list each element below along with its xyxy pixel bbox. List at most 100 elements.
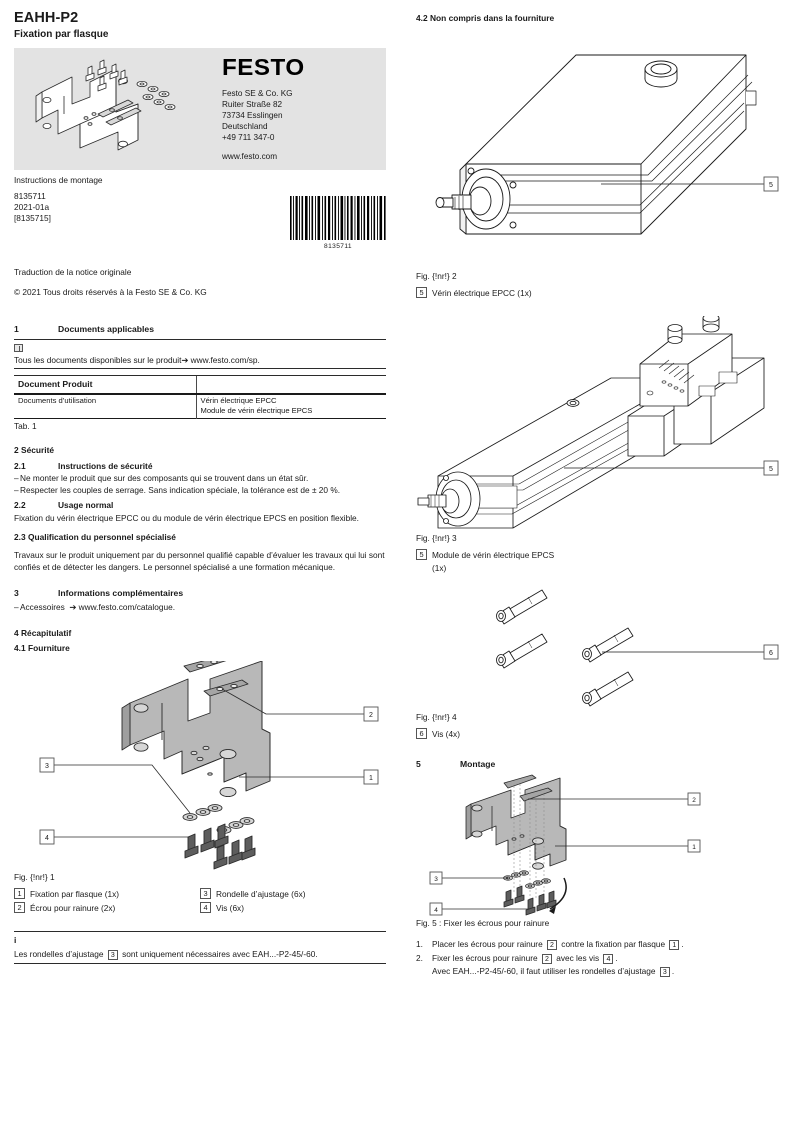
mounting-step-1: 1. Placer les écrous pour rainure 2 cont… [416,938,788,951]
figure-1-callout-3: 3 [45,763,49,770]
section-3-bullet: – Accessoires ➔ www.festo.com/catalogue. [14,602,386,614]
barcode-number: 8135711 [324,243,352,250]
note-rule-bottom [14,367,386,369]
mounting-steps: 1. Placer les écrous pour rainure 2 cont… [416,938,788,977]
section-2-3-heading: 2.3 Qualification du personnel spécialis… [14,531,176,542]
legend-number: 4 [200,901,211,913]
info-icon-row: i [14,932,386,947]
figure-1: 2 1 3 4 [14,661,386,874]
bullet-dash: – [14,473,19,484]
substep-text-b: . [671,965,675,976]
doc-type-label: Instructions de montage [14,175,103,185]
arrow-icon: ➔ [69,602,77,613]
legend-column-right: 3 Rondelle d’ajustage (6x) 4 Vis (6x) [200,888,386,916]
figure-4-callout-6: 6 [769,650,773,657]
section-3-bullet-text: Accessoires ➔ www.festo.com/catalogue. [20,602,386,614]
section-2-2-number: 2.2 [14,500,26,511]
legend-item: 1 Fixation par flasque (1x) [14,888,200,901]
note-link[interactable]: www.festo.com/sp. [188,354,260,365]
safety-bullet-2: – Respecter les couples de serrage. Sans… [14,485,386,497]
company-phone: +49 711 347-0 [222,133,275,143]
table-bottom-rule-2 [196,418,386,420]
figure-2-legend: 5 Vérin électrique EPCC (1x) [416,286,788,301]
step-2-text-a: Fixer les écrous pour rainure [432,952,540,963]
company-street: Ruiter Straße 82 [222,100,283,110]
figure-3-callout-5: 5 [769,466,773,473]
translation-note: Traduction de la notice originale [14,266,132,277]
note-text: Tous les documents disponibles sur le pr… [14,353,386,368]
figure-5-caption: Fig. 5 : Fixer les écrous pour rainure [416,918,550,929]
figure-1-drawing: 2 1 3 4 [39,661,379,870]
hero-banner: FESTO Festo SE & Co. KG Ruiter Straße 82… [14,48,386,170]
company-name: Festo SE & Co. KG [222,89,293,98]
table-row: Documents d’utilisation Vérin électrique… [14,392,386,419]
note-icon-row [14,340,386,353]
legend-number: 5 [416,286,427,298]
catalogue-link[interactable]: www.festo.com/catalogue. [76,602,175,613]
safety-bullet-2-text: Respecter les couples de serrage. Sans i… [20,484,341,495]
figure-3: 5 [416,316,788,551]
section-2-2-title: Usage normal [58,500,114,511]
figure-3-legend: 5 Module de vérin électrique EPCS (1x) [416,549,788,576]
info-note-text: Les rondelles d’ajustage 3 sont uniqueme… [14,947,386,963]
figure-2: 5 [416,29,788,279]
section-3-title: Informations complémentaires [58,588,184,599]
table-bottom-rule-row [14,418,386,420]
legend-label: Vis (4x) [432,729,460,740]
legend-label: Écrou pour rainure (2x) [30,902,116,913]
note-rule-top [14,338,386,340]
figure-5-callout-4: 4 [434,907,438,914]
step-2-text-b: avec les vis [553,952,602,963]
barcode-image [288,194,388,242]
bullet-dash: – [14,484,19,495]
copyright-note: © 2021 Tous droits réservés à la Festo S… [14,286,207,297]
mounting-step-2: 2. Fixer les écrous pour rainure 2 avec … [416,952,788,964]
figure-5-callout-3: 3 [434,876,438,883]
figure-4: 6 [416,582,788,710]
step-1-ref-2: 2 [546,940,557,951]
doc-identifiers: 8135711 2021-01a [8135715] [14,191,386,224]
applicable-documents-note: Tous les documents disponibles sur le pr… [14,338,386,369]
step-2-ref-4: 4 [603,953,614,964]
product-photo-bracket [20,52,200,166]
doc-bracket-number: [8135715] [14,212,51,223]
doc-number: 8135711 [14,191,46,201]
section-3-number: 3 [14,588,19,599]
legend-label: Vérin électrique EPCC (1x) [432,287,532,298]
legend-column-left: 1 Fixation par flasque (1x) 2 Écrou pour… [14,888,200,916]
legend-label-wrap: Module de vérin électrique EPCS (1x) [432,549,554,575]
legend-item: 5 Module de vérin électrique EPCS (1x) [416,549,554,575]
section-5-heading: 5 Montage [416,758,788,770]
legend-number: 3 [200,888,211,900]
legend-item: 2 Écrou pour rainure (2x) [14,901,200,915]
section-5-title: Montage [460,759,496,770]
doc-date: 2021-01a [14,201,50,212]
figure-5: 2 1 3 4 [416,774,788,924]
step-1-ref-1: 1 [669,940,680,951]
figure-1-callout-2: 2 [369,712,373,719]
company-country: Deutschland [222,122,268,132]
legend-number: 5 [416,549,427,561]
section-2-heading: 2 Sécurité [14,445,55,456]
book-icon [14,343,23,352]
page-title: EAHH-P2 [14,10,79,26]
info-text-a: Les rondelles d’ajustage [14,948,106,959]
legend-label: Module de vérin électrique EPCS [432,550,555,561]
company-city: 73734 Esslingen [222,111,283,121]
info-rule-top [14,930,386,932]
figure-4-caption: Fig. {!nr!} 4 [416,712,457,723]
section-2-2-heading: 2.2 Usage normal [14,499,386,511]
table-cell-products: Vérin électrique EPCC Module de vérin él… [195,392,386,419]
figure-5-callout-1: 1 [692,844,696,851]
company-website[interactable]: www.festo.com [222,152,278,162]
legend-item: 5 Vérin électrique EPCC (1x) [416,286,532,300]
step-2-text-c: . [615,952,618,963]
table-header-cell-2 [195,374,386,394]
table-cell-doc-type: Documents d’utilisation [14,392,196,419]
product-epcs: Module de vérin électrique EPCS [200,406,313,416]
section-2-3-text: Travaux sur le produit uniquement par du… [14,550,385,573]
figure-5-drawing: 2 1 3 4 [429,774,701,916]
figure-3-drawing: 5 [417,316,779,529]
section-1-title: Documents applicables [58,323,154,334]
info-note-box: i Les rondelles d’ajustage 3 sont unique… [14,930,386,964]
